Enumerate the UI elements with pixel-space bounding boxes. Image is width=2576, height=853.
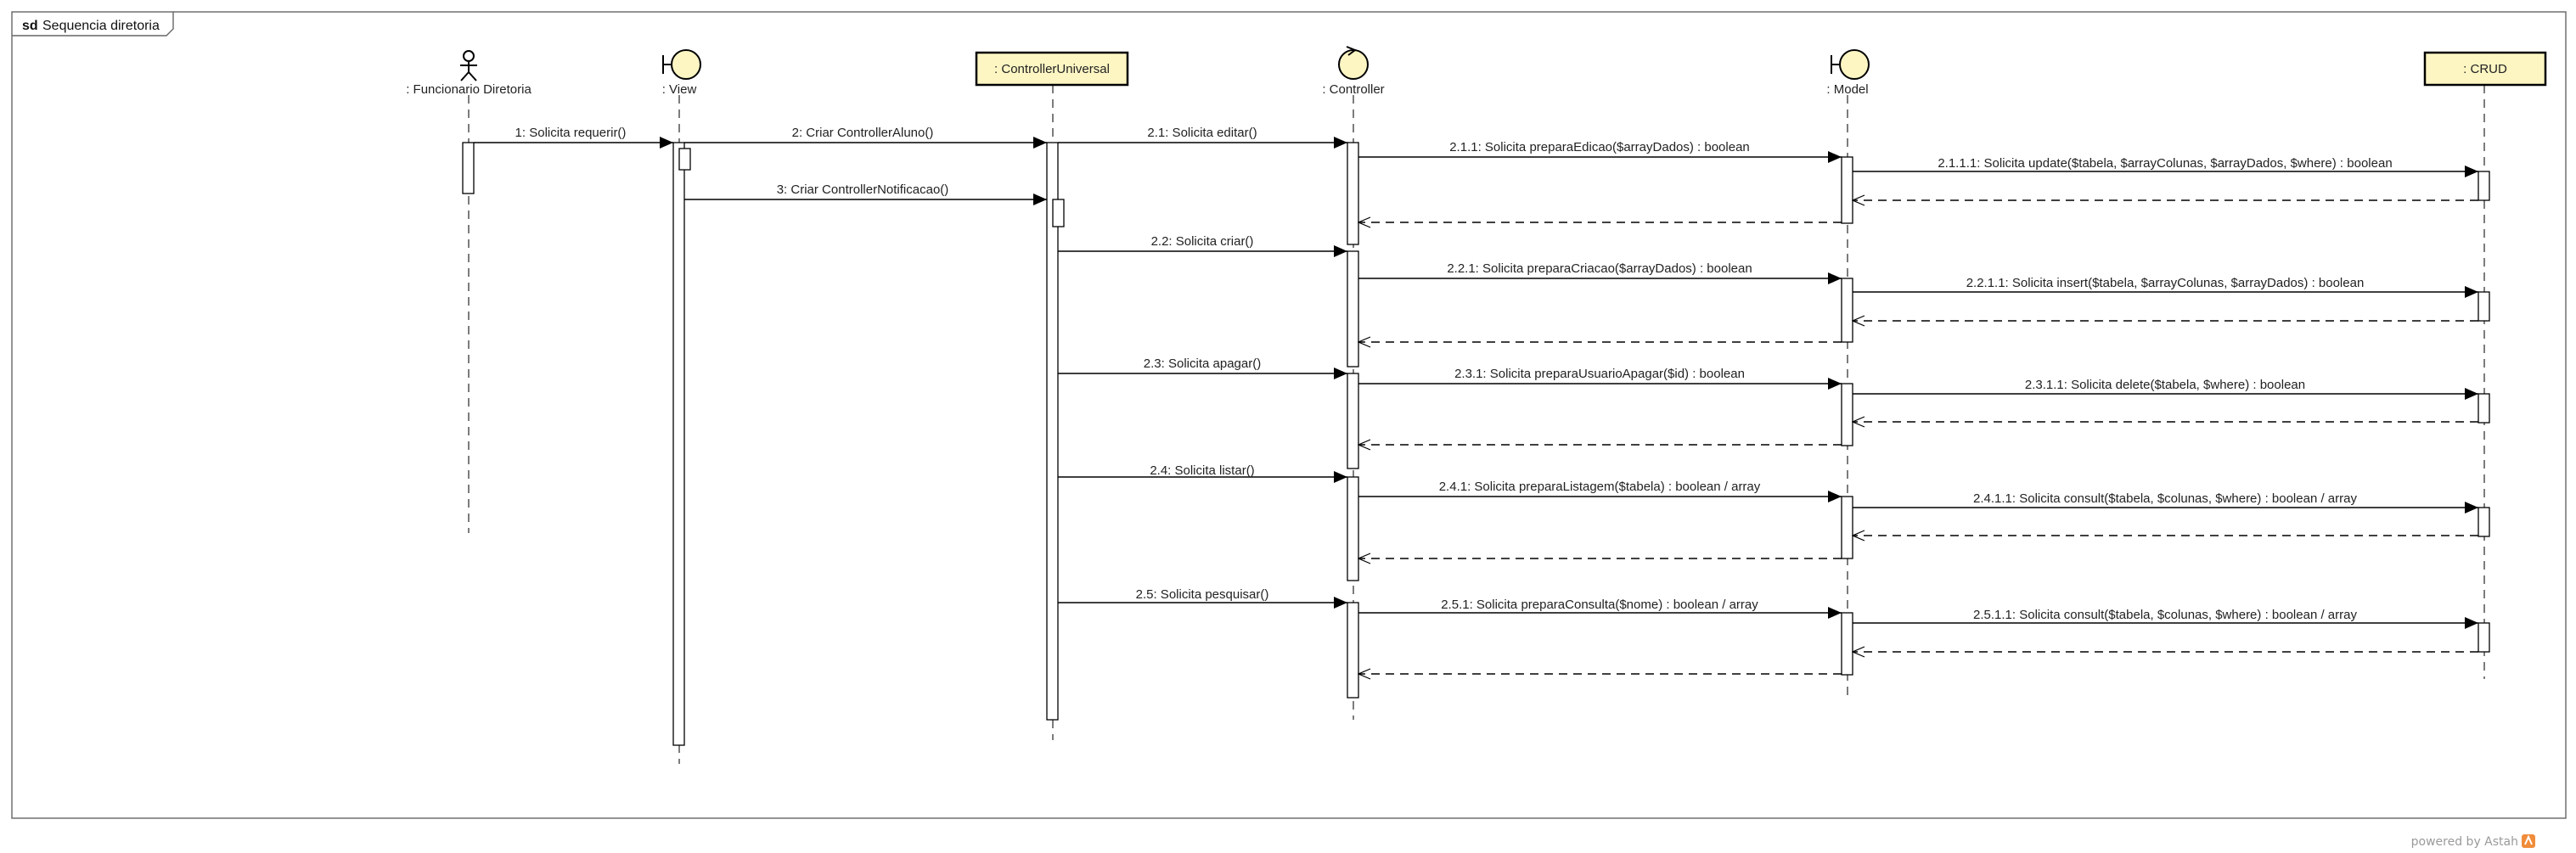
message-label: 2.4.1: Solicita preparaListagem($tabela)… — [1439, 480, 1761, 494]
actor-icon — [460, 50, 477, 81]
activation-bar — [1841, 383, 1853, 446]
participant-label-controller-universal: : ControllerUniversal — [994, 62, 1110, 76]
activation-bar — [1347, 142, 1359, 245]
activation-bar — [462, 142, 475, 194]
activation-bar — [2478, 507, 2490, 537]
message-label: 2.3: Solicita apagar() — [1144, 356, 1261, 371]
message-label: 2.5: Solicita pesquisar() — [1136, 587, 1269, 602]
message-label: 2.2: Solicita criar() — [1151, 234, 1254, 249]
message-label: 2.2.1.1: Solicita insert($tabela, $array… — [1966, 276, 2365, 290]
boundary-icon — [662, 49, 701, 80]
activation-bar — [672, 142, 685, 746]
activation-bar — [1347, 250, 1359, 368]
participant-label-crud: : CRUD — [2463, 62, 2507, 76]
watermark-text: powered by Astah — [2411, 835, 2518, 849]
message-label: 1: Solicita requerir() — [515, 126, 627, 140]
message-label: 2.3.1: Solicita preparaUsuarioApagar($id… — [1454, 367, 1745, 381]
activation-bar — [1841, 496, 1853, 559]
activation-bar — [1841, 278, 1853, 343]
message-label: 2.5.1.1: Solicita consult($tabela, $colu… — [1973, 608, 2357, 622]
activation-bar — [1046, 142, 1059, 721]
class-box-controller-universal — [975, 51, 1129, 87]
activation-bar — [1347, 373, 1359, 469]
control-icon — [1338, 46, 1369, 80]
message-label: 2.3.1.1: Solicita delete($tabela, $where… — [2025, 378, 2305, 392]
activation-bar — [678, 148, 691, 171]
activation-bar — [1841, 612, 1853, 676]
participant-label-controller: : Controller — [1322, 82, 1384, 97]
activation-bar — [1052, 199, 1065, 227]
participant-label-view: : View — [662, 82, 697, 97]
message-label: 2.4: Solicita listar() — [1150, 463, 1254, 478]
frame-title-tab — [12, 12, 174, 36]
message-label: 2.5.1: Solicita preparaConsulta($nome) :… — [1441, 598, 1758, 612]
message-label: 3: Criar ControllerNotificacao() — [777, 182, 949, 197]
boundary-icon — [1831, 49, 1870, 80]
activation-bar — [1841, 156, 1853, 224]
activation-bar — [2478, 393, 2490, 424]
activation-bar — [2478, 291, 2490, 322]
activation-bar — [1347, 476, 1359, 581]
diagram-frame — [11, 11, 2567, 819]
message-label: 2.4.1.1: Solicita consult($tabela, $colu… — [1973, 491, 2357, 506]
class-box-crud — [2423, 51, 2547, 87]
message-label: 2.1: Solicita editar() — [1147, 126, 1257, 140]
activation-bar — [2478, 622, 2490, 653]
participant-label-model: : Model — [1826, 82, 1868, 97]
message-label: 2.2.1: Solicita preparaCriacao($arrayDad… — [1447, 261, 1752, 276]
astah-logo-icon — [2522, 834, 2535, 848]
message-label: 2.1.1: Solicita preparaEdicao($arrayDado… — [1449, 140, 1750, 154]
frame-keyword: sd — [22, 19, 38, 33]
activation-bar — [1347, 602, 1359, 699]
activation-bar — [2478, 171, 2490, 201]
message-label: 2: Criar ControllerAluno() — [792, 126, 934, 140]
frame-title: Sequencia diretoria — [42, 19, 160, 33]
message-label: 2.1.1.1: Solicita update($tabela, $array… — [1938, 156, 2392, 171]
participant-label-funcionario: : Funcionario Diretoria — [406, 82, 532, 97]
